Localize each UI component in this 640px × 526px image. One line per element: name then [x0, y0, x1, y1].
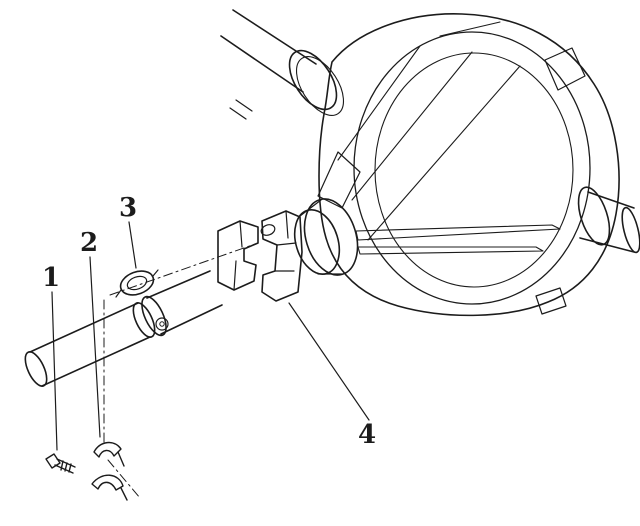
leader-line-4 — [288, 302, 370, 421]
leader-line-2 — [89, 256, 101, 438]
grease-plug-center — [159, 321, 165, 327]
drawing-root — [24, 9, 640, 501]
leader-line-1 — [51, 291, 58, 451]
tube-break-mark — [235, 99, 253, 112]
bearing-cap — [115, 269, 159, 298]
weld-ring — [132, 302, 156, 338]
housing-gusset — [317, 151, 361, 209]
housing-mount-tab — [535, 287, 567, 315]
right-axle-tube — [577, 186, 640, 254]
shaft-yoke — [217, 220, 259, 291]
shaft-end-cap — [24, 351, 48, 387]
shaft-centerline — [109, 242, 259, 296]
housing-boss — [544, 47, 586, 91]
housing-rib — [351, 51, 473, 201]
retainer-strap — [91, 441, 128, 501]
strap-alignment-line — [107, 459, 141, 499]
callout-label-1: 1 — [42, 263, 60, 293]
rear-cover-edge — [353, 31, 591, 305]
bolt-thread — [68, 463, 72, 473]
universal-joint — [217, 210, 303, 302]
bolt-thread — [60, 460, 64, 471]
callout-label-4: 4 — [358, 420, 376, 450]
tube-break-mark — [229, 107, 247, 120]
attachment-bolt — [45, 453, 76, 474]
bolt-thread — [64, 462, 68, 472]
rear-cover-inner-edge — [374, 52, 574, 288]
bolt-head — [45, 453, 61, 469]
differential-housing — [317, 13, 620, 317]
callout-labels: 1 2 3 4 — [42, 193, 376, 450]
centerlines — [103, 242, 259, 499]
leader-line-3 — [128, 221, 137, 269]
pinion-flange — [293, 198, 359, 276]
pinion-yoke — [261, 210, 303, 302]
bearing-cup — [260, 224, 276, 236]
housing-rib — [367, 65, 521, 241]
housing-fins — [355, 224, 561, 255]
slip-yoke-collar — [141, 295, 167, 337]
grease-plug — [155, 317, 169, 331]
upper-axle-tube — [220, 9, 345, 120]
callout-label-2: 2 — [80, 228, 98, 258]
callout-label-3: 3 — [119, 193, 137, 223]
callout-leaders — [51, 221, 370, 451]
housing-rib — [337, 45, 421, 161]
housing-top-face — [439, 21, 501, 37]
propeller-shaft — [24, 270, 223, 387]
